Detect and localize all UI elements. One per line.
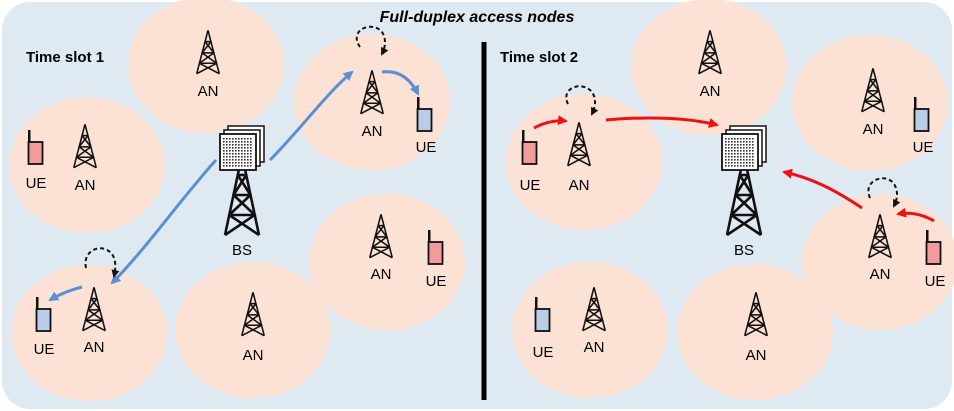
access-node-label: AN bbox=[569, 177, 590, 194]
access-node-label: AN bbox=[746, 347, 767, 364]
user-equipment-label: UE bbox=[26, 175, 47, 192]
uplink-arrow bbox=[896, 207, 935, 223]
downlink-arrow bbox=[110, 158, 218, 285]
downlink-arrow bbox=[48, 285, 83, 302]
uplink-arrow bbox=[782, 168, 863, 210]
cell bbox=[294, 34, 450, 170]
cell bbox=[512, 262, 668, 398]
access-node-label: AN bbox=[863, 121, 884, 138]
user-equipment-label: UE bbox=[520, 177, 541, 194]
user-equipment-label: UE bbox=[416, 139, 437, 156]
diagram-title: Full-duplex access nodes bbox=[380, 9, 575, 26]
self-interference-loop bbox=[84, 247, 120, 278]
user-equipment-label: UE bbox=[34, 341, 55, 358]
user-equipment-label: UE bbox=[925, 273, 946, 290]
access-node-label: AN bbox=[371, 266, 392, 283]
uplink-arrow bbox=[605, 116, 719, 128]
panel-antenna-icon bbox=[219, 125, 265, 171]
time-slot-1-label: Time slot 1 bbox=[26, 49, 104, 66]
cell bbox=[677, 264, 833, 400]
base-station-label: BS bbox=[734, 242, 754, 259]
cell bbox=[792, 35, 948, 171]
user-equipment-label: UE bbox=[913, 139, 934, 156]
downlink-arrow bbox=[381, 70, 420, 96]
access-node-label: AN bbox=[84, 339, 105, 356]
cell bbox=[9, 97, 165, 233]
cell bbox=[802, 194, 954, 330]
access-node-label: AN bbox=[75, 177, 96, 194]
downlink-arrow bbox=[268, 70, 354, 162]
access-node-label: AN bbox=[584, 339, 605, 356]
user-equipment-label: UE bbox=[426, 273, 447, 290]
self-interference-loop bbox=[355, 25, 389, 56]
access-node-label: AN bbox=[362, 123, 383, 140]
cell bbox=[309, 194, 465, 330]
base-station-label: BS bbox=[232, 242, 252, 259]
access-node-label: AN bbox=[198, 83, 219, 100]
panel-antenna-icon bbox=[721, 125, 767, 171]
user-equipment-label: UE bbox=[533, 344, 554, 361]
uplink-arrow bbox=[533, 115, 568, 130]
time-slot-2-label: Time slot 2 bbox=[500, 49, 578, 66]
access-node-label: AN bbox=[870, 266, 891, 283]
access-node-label: AN bbox=[243, 347, 264, 364]
access-node-label: AN bbox=[700, 83, 721, 100]
self-interference-loop bbox=[867, 177, 901, 208]
cell bbox=[11, 265, 167, 401]
